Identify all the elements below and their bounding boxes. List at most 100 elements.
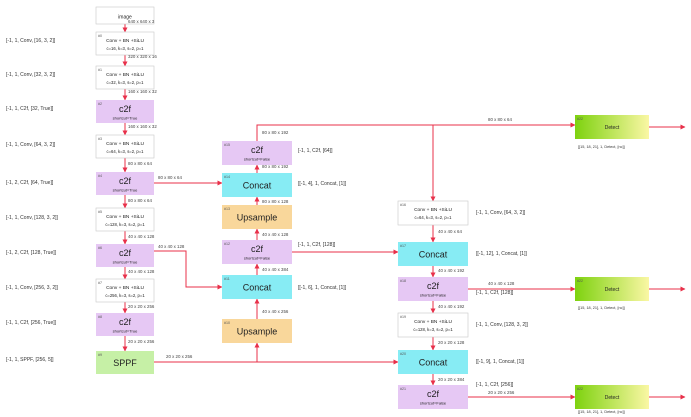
node-detail: shortcut=True: [113, 116, 138, 121]
edge-shape-label: 40 x 40 x 128: [262, 232, 289, 237]
edge-shape-label: 40 x 40 x 384: [262, 267, 289, 272]
node-param-label: [-1, 1, Conv, [256, 3, 2]]: [6, 285, 58, 291]
conv-box: [95, 207, 155, 232]
edge-shape-label: 40 x 40 x 256: [262, 309, 289, 314]
node-title: Detect: [605, 287, 620, 293]
node-title: c2f: [427, 389, 440, 399]
node-param-label: [[15, 18, 21], 1, Detect, [nc]]: [578, 306, 625, 310]
conv-box: [95, 278, 155, 303]
edge-shape-label: 80 x 80 x 64: [488, 117, 512, 122]
node-title: c2f: [119, 317, 132, 327]
node-param-label: [[15, 18, 21], 1, Detect, [nc]]: [578, 410, 625, 414]
node-index: #14: [224, 175, 230, 179]
edge-n6-to-n11: [154, 250, 223, 290]
node-param-label: [-1, 1, Conv, [128, 3, 2]]: [6, 215, 58, 221]
upsample-box: [222, 205, 292, 229]
concat-box: [222, 173, 292, 197]
upsample-box: [222, 319, 292, 343]
edge-shape-label: 40 x 40 x 128: [488, 281, 515, 286]
node-index: #6: [98, 246, 102, 250]
node-param-label: [[-1, 9], 1, Concat, [1]]: [476, 359, 525, 365]
node-index: #21: [400, 387, 406, 391]
conv-box: [95, 65, 155, 90]
node-index: #18: [400, 279, 406, 283]
edge-shape-label: 20 x 20 x 256: [488, 390, 515, 395]
edge-shape-label: 80 x 80 x 64: [128, 198, 152, 203]
node-title: Conv + BN +SiLU: [106, 214, 144, 220]
conv-box: [95, 134, 155, 159]
c2f-box: [96, 172, 154, 195]
node-title: Conv + BN +SiLU: [414, 319, 452, 325]
edge-shape-label: 640 x 640 x 3: [128, 19, 155, 24]
node-index: #20: [400, 352, 406, 356]
edge-shape-label: 80 x 80 x 192: [262, 130, 289, 135]
node-param-label: [[15, 18, 21], 1, Detect, [nc]]: [578, 145, 625, 149]
node-index: #15: [224, 143, 230, 147]
node-index: #22: [577, 387, 583, 391]
node-title: SPPF: [113, 358, 137, 368]
node-title: c2f: [119, 104, 132, 114]
node-title: Detect: [605, 395, 620, 401]
node-index: #5: [98, 210, 102, 214]
node-param-label: [-1, 2, C2f, [128, True]]: [6, 250, 57, 256]
edge-shape-label: 320 x 320 x 16: [128, 54, 157, 59]
node-param-label: [[-1, 4], 1, Concat, [1]]: [298, 181, 347, 187]
node-title: Conv + BN +SiLU: [106, 72, 144, 78]
node-title: Upsample: [237, 327, 278, 337]
edge-shape-label: 20 x 20 x 128: [438, 340, 465, 345]
node-index: #2: [98, 102, 102, 106]
c2f-box: [398, 277, 468, 301]
node-index: #10: [224, 321, 230, 325]
node-title: Concat: [243, 283, 272, 293]
node-param-label: [-1, 1, Conv, [32, 3, 2]]: [6, 72, 56, 78]
node-title: Upsample: [237, 213, 278, 223]
edge-shape-label: 160 x 160 x 32: [128, 124, 157, 129]
node-title: Conv + BN +SiLU: [106, 141, 144, 147]
node-title: c2f: [119, 248, 132, 258]
node-index: #12: [224, 242, 230, 246]
image-box: [95, 6, 155, 25]
node-param-label: [-1, 2, C2f, [64, True]]: [6, 180, 54, 186]
node-title: c2f: [119, 176, 132, 186]
edge-shape-label: 80 x 80 x 128: [262, 199, 289, 204]
node-detail: c=64, k=3, s=2, p=1: [414, 215, 452, 220]
node-param-label: [-1, 1, Conv, [16, 3, 2]]: [6, 38, 56, 44]
edge-shape-label: 80 x 80 x 192: [262, 164, 289, 169]
node-detail: c=64, k=3, s=2, p=1: [106, 149, 144, 154]
node-param-label: [-1, 1, SPPF, [256, 5]]: [6, 357, 54, 363]
edge-shape-label: 40 x 40 x 192: [438, 304, 465, 309]
node-detail: c=128, k=3, s=2, p=1: [105, 222, 145, 227]
edge-shape-label: 20 x 20 x 256: [166, 354, 193, 359]
node-title: c2f: [251, 145, 264, 155]
c2f-box: [222, 141, 292, 165]
node-param-label: [-1, 1, C2f, [128]]: [476, 290, 514, 296]
node-n2-c2f: #2 c2f shortcut=True: [96, 100, 154, 123]
node-index: #3: [98, 137, 102, 141]
node-param-label: [-1, 1, C2f, [256, True]]: [6, 320, 57, 326]
node-detail: shortcut=True: [113, 188, 138, 193]
conv-box: [397, 200, 469, 226]
concat-box: [398, 350, 468, 374]
node-detail: shortcut=False: [420, 293, 447, 298]
node-index: #13: [224, 207, 230, 211]
conv-box: [95, 31, 155, 56]
node-title: Concat: [419, 250, 448, 260]
edge-shape-label: 160 x 160 x 32: [128, 89, 157, 94]
